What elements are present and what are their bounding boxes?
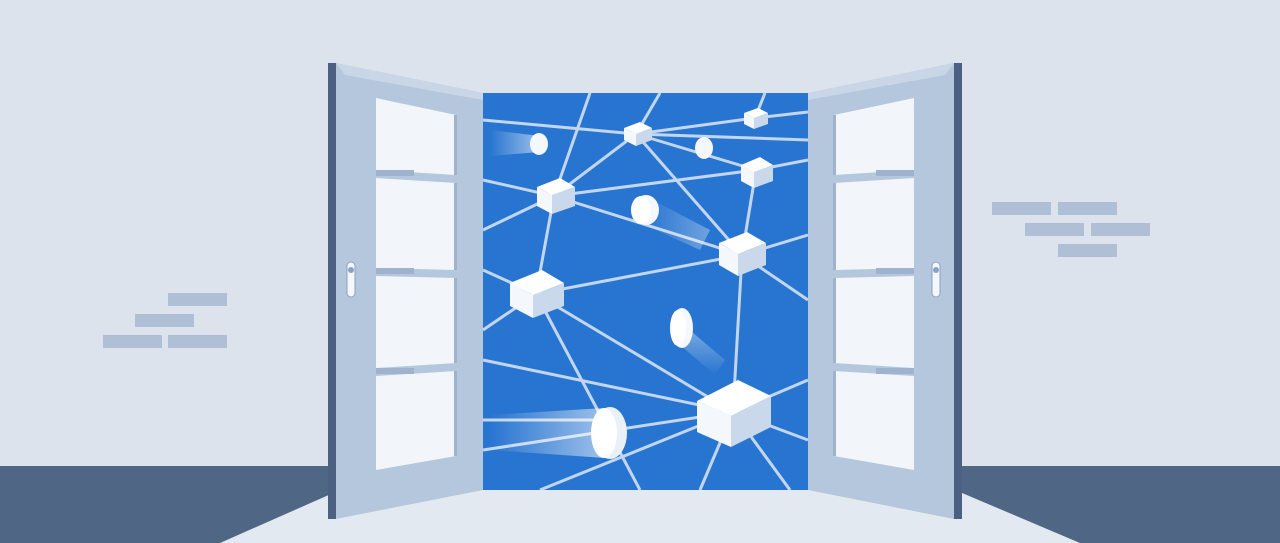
- right-door: [808, 63, 954, 519]
- node-cube-4: [537, 178, 575, 214]
- node-cube-5: [719, 232, 766, 276]
- door-frame-right-post: [954, 63, 962, 519]
- coin-1: [490, 130, 548, 156]
- coin-5: [490, 407, 627, 459]
- coin-3: [631, 195, 710, 250]
- node-cube-6: [510, 270, 564, 318]
- left-door: [336, 63, 483, 519]
- network-lines: [482, 92, 809, 492]
- floor-light: [220, 490, 1080, 543]
- left-door-panels: [376, 98, 456, 470]
- node-cube-1: [624, 122, 652, 146]
- coin-2: [695, 137, 713, 159]
- right-door-panels: [834, 98, 914, 470]
- coin-4: [670, 308, 725, 375]
- right-door-handle-icon: [931, 261, 941, 298]
- left-door-handle-icon: [346, 261, 356, 298]
- node-cube-3: [741, 157, 773, 188]
- door-frame-left-post: [328, 63, 336, 519]
- bricks-left: [103, 293, 227, 348]
- node-cube-2: [744, 108, 768, 129]
- bricks-right: [992, 202, 1150, 257]
- doorway-network: [482, 92, 809, 492]
- node-cube-7: [697, 380, 771, 447]
